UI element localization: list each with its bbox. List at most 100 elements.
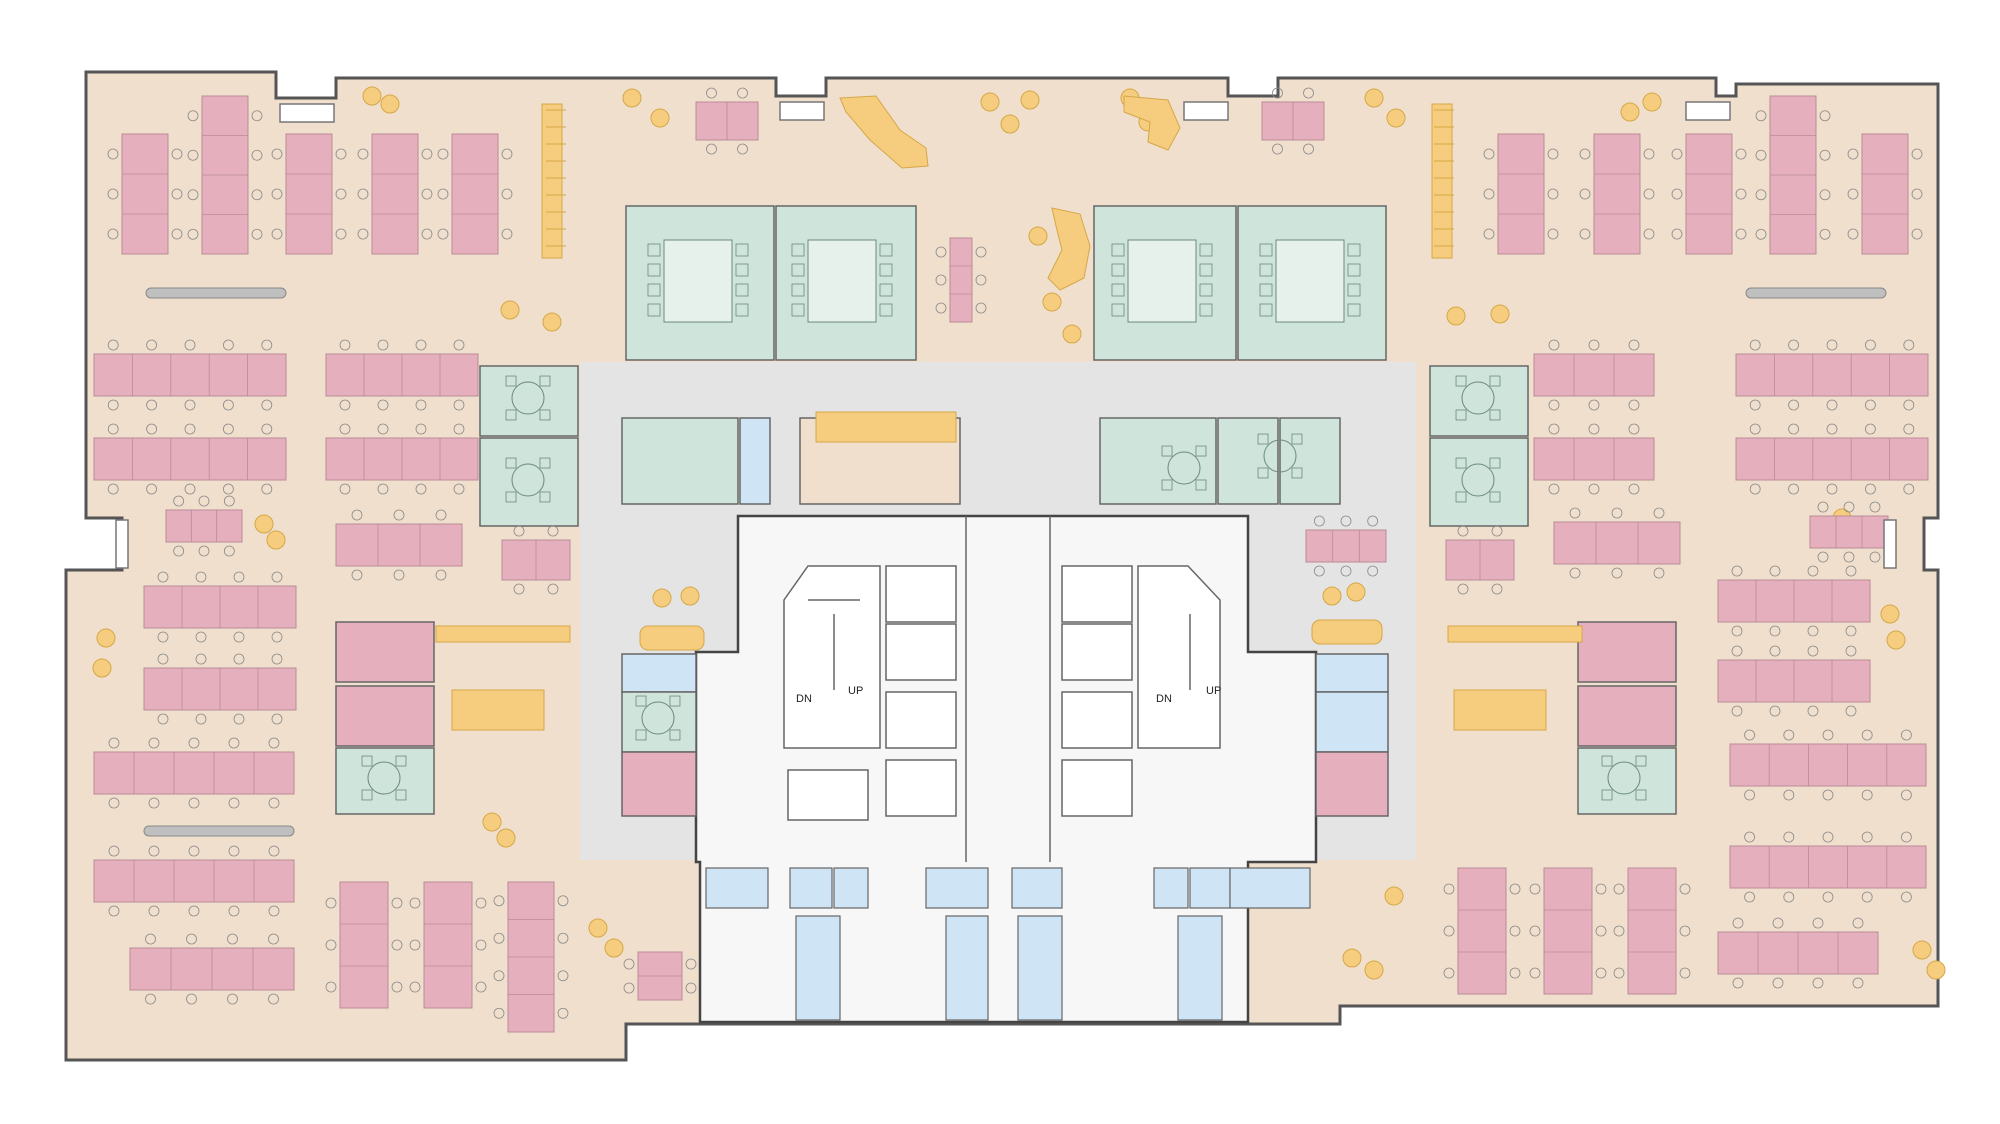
- round-table: [1257, 433, 1303, 479]
- desk-cluster: [695, 87, 759, 155]
- lounge-chair: [1000, 114, 1020, 134]
- stair-left-up-label: UP: [848, 685, 863, 697]
- lounge-chair: [542, 312, 562, 332]
- lounge-chair: [1346, 582, 1366, 602]
- desk-cluster: [357, 133, 433, 255]
- lounge-chair: [1880, 604, 1900, 624]
- lounge-chair: [1386, 108, 1406, 128]
- lounge-chair: [1446, 306, 1466, 326]
- desk-cluster: [1533, 423, 1655, 495]
- desk-cluster: [1305, 515, 1387, 577]
- lounge-chair: [380, 94, 400, 114]
- stair-left-down-label: DN: [796, 693, 812, 705]
- desk-cluster: [1533, 339, 1655, 411]
- desk-cluster: [1729, 831, 1927, 903]
- lounge-chair: [1020, 90, 1040, 110]
- inner-rooms: [335, 365, 1677, 817]
- lounge-chair: [96, 628, 116, 648]
- lounge-table: [1447, 625, 1583, 643]
- lounge-chair: [1912, 940, 1932, 960]
- facade-windows: [115, 101, 1897, 569]
- lounge-chair: [1926, 960, 1946, 980]
- conference-table: [791, 239, 893, 323]
- desk-cluster: [325, 881, 403, 1009]
- lounge-chair: [1886, 630, 1906, 650]
- desk-cluster: [1579, 133, 1655, 255]
- stair-right-up-label: UP: [1206, 685, 1221, 697]
- desk-cluster: [129, 933, 295, 1005]
- lounge-chair: [496, 828, 516, 848]
- lounge-table: [451, 689, 545, 731]
- desk-cluster: [1735, 339, 1929, 411]
- lounge-chair: [92, 658, 112, 678]
- lounge-table: [435, 625, 571, 643]
- lounge-chair: [1062, 324, 1082, 344]
- lounge-chair: [604, 938, 624, 958]
- planter-row: [143, 825, 295, 837]
- desk-cluster: [1261, 87, 1325, 155]
- desk-cluster: [335, 509, 463, 581]
- desk-cluster: [93, 845, 295, 917]
- desk-cluster: [623, 951, 697, 1001]
- lounge-sofa: [639, 625, 705, 651]
- lounge-chair: [1364, 88, 1384, 108]
- stair-right-down-label: DN: [1156, 693, 1172, 705]
- desk-cluster: [1717, 645, 1871, 717]
- round-table: [361, 755, 407, 801]
- lounge-chair: [1342, 948, 1362, 968]
- round-table: [1455, 375, 1501, 421]
- core-internals: [783, 516, 1221, 862]
- lounge-chair: [1042, 292, 1062, 312]
- lounge-chair: [1322, 586, 1342, 606]
- desk-cluster: [187, 95, 263, 255]
- round-table: [505, 457, 551, 503]
- desk-cluster: [107, 133, 183, 255]
- desk-cluster: [143, 571, 297, 643]
- conference-table: [1259, 239, 1361, 323]
- desk-cluster: [1445, 525, 1515, 595]
- desk-cluster: [501, 525, 571, 595]
- desk-cluster: [493, 881, 569, 1033]
- lounge-chair: [482, 812, 502, 832]
- lounge-chair: [1490, 304, 1510, 324]
- lounge-sofa: [839, 95, 929, 169]
- desk-cluster: [437, 133, 513, 255]
- desk-cluster: [1613, 867, 1691, 995]
- desk-cluster: [1735, 423, 1929, 495]
- lounge-sofa: [1311, 619, 1383, 645]
- desk-cluster: [325, 423, 479, 495]
- round-table: [1455, 457, 1501, 503]
- round-table: [1601, 755, 1647, 801]
- lounge-chair: [362, 86, 382, 106]
- lounge-chair: [1620, 102, 1640, 122]
- desk-cluster: [165, 495, 243, 557]
- desk-cluster: [1717, 565, 1871, 637]
- desk-cluster: [93, 423, 287, 495]
- desk-cluster: [1529, 867, 1607, 995]
- desk-cluster: [1755, 95, 1831, 255]
- conference-tables: [361, 239, 1647, 801]
- desk-cluster: [93, 339, 287, 411]
- planter-row: [145, 287, 287, 299]
- conference-table: [647, 239, 749, 323]
- lounge-chair: [1364, 960, 1384, 980]
- desk-cluster: [1443, 867, 1521, 995]
- lounge-furniture: [92, 86, 1946, 980]
- lounge-chair: [254, 514, 274, 534]
- planter-row: [1745, 287, 1887, 299]
- conference-table: [1111, 239, 1213, 323]
- lounge-chair: [1642, 92, 1662, 112]
- desk-cluster: [409, 881, 487, 1009]
- lounge-table: [1431, 103, 1453, 259]
- round-table: [505, 375, 551, 421]
- lounge-chair: [266, 530, 286, 550]
- desk-cluster: [1847, 133, 1923, 255]
- desk-cluster: [143, 653, 297, 725]
- desk-cluster: [93, 737, 295, 809]
- desk-clusters: [93, 87, 1929, 1033]
- desk-cluster: [325, 339, 479, 411]
- round-table: [1161, 445, 1207, 491]
- lounge-table: [1453, 689, 1547, 731]
- desk-cluster: [1671, 133, 1747, 255]
- lounge-chair: [652, 588, 672, 608]
